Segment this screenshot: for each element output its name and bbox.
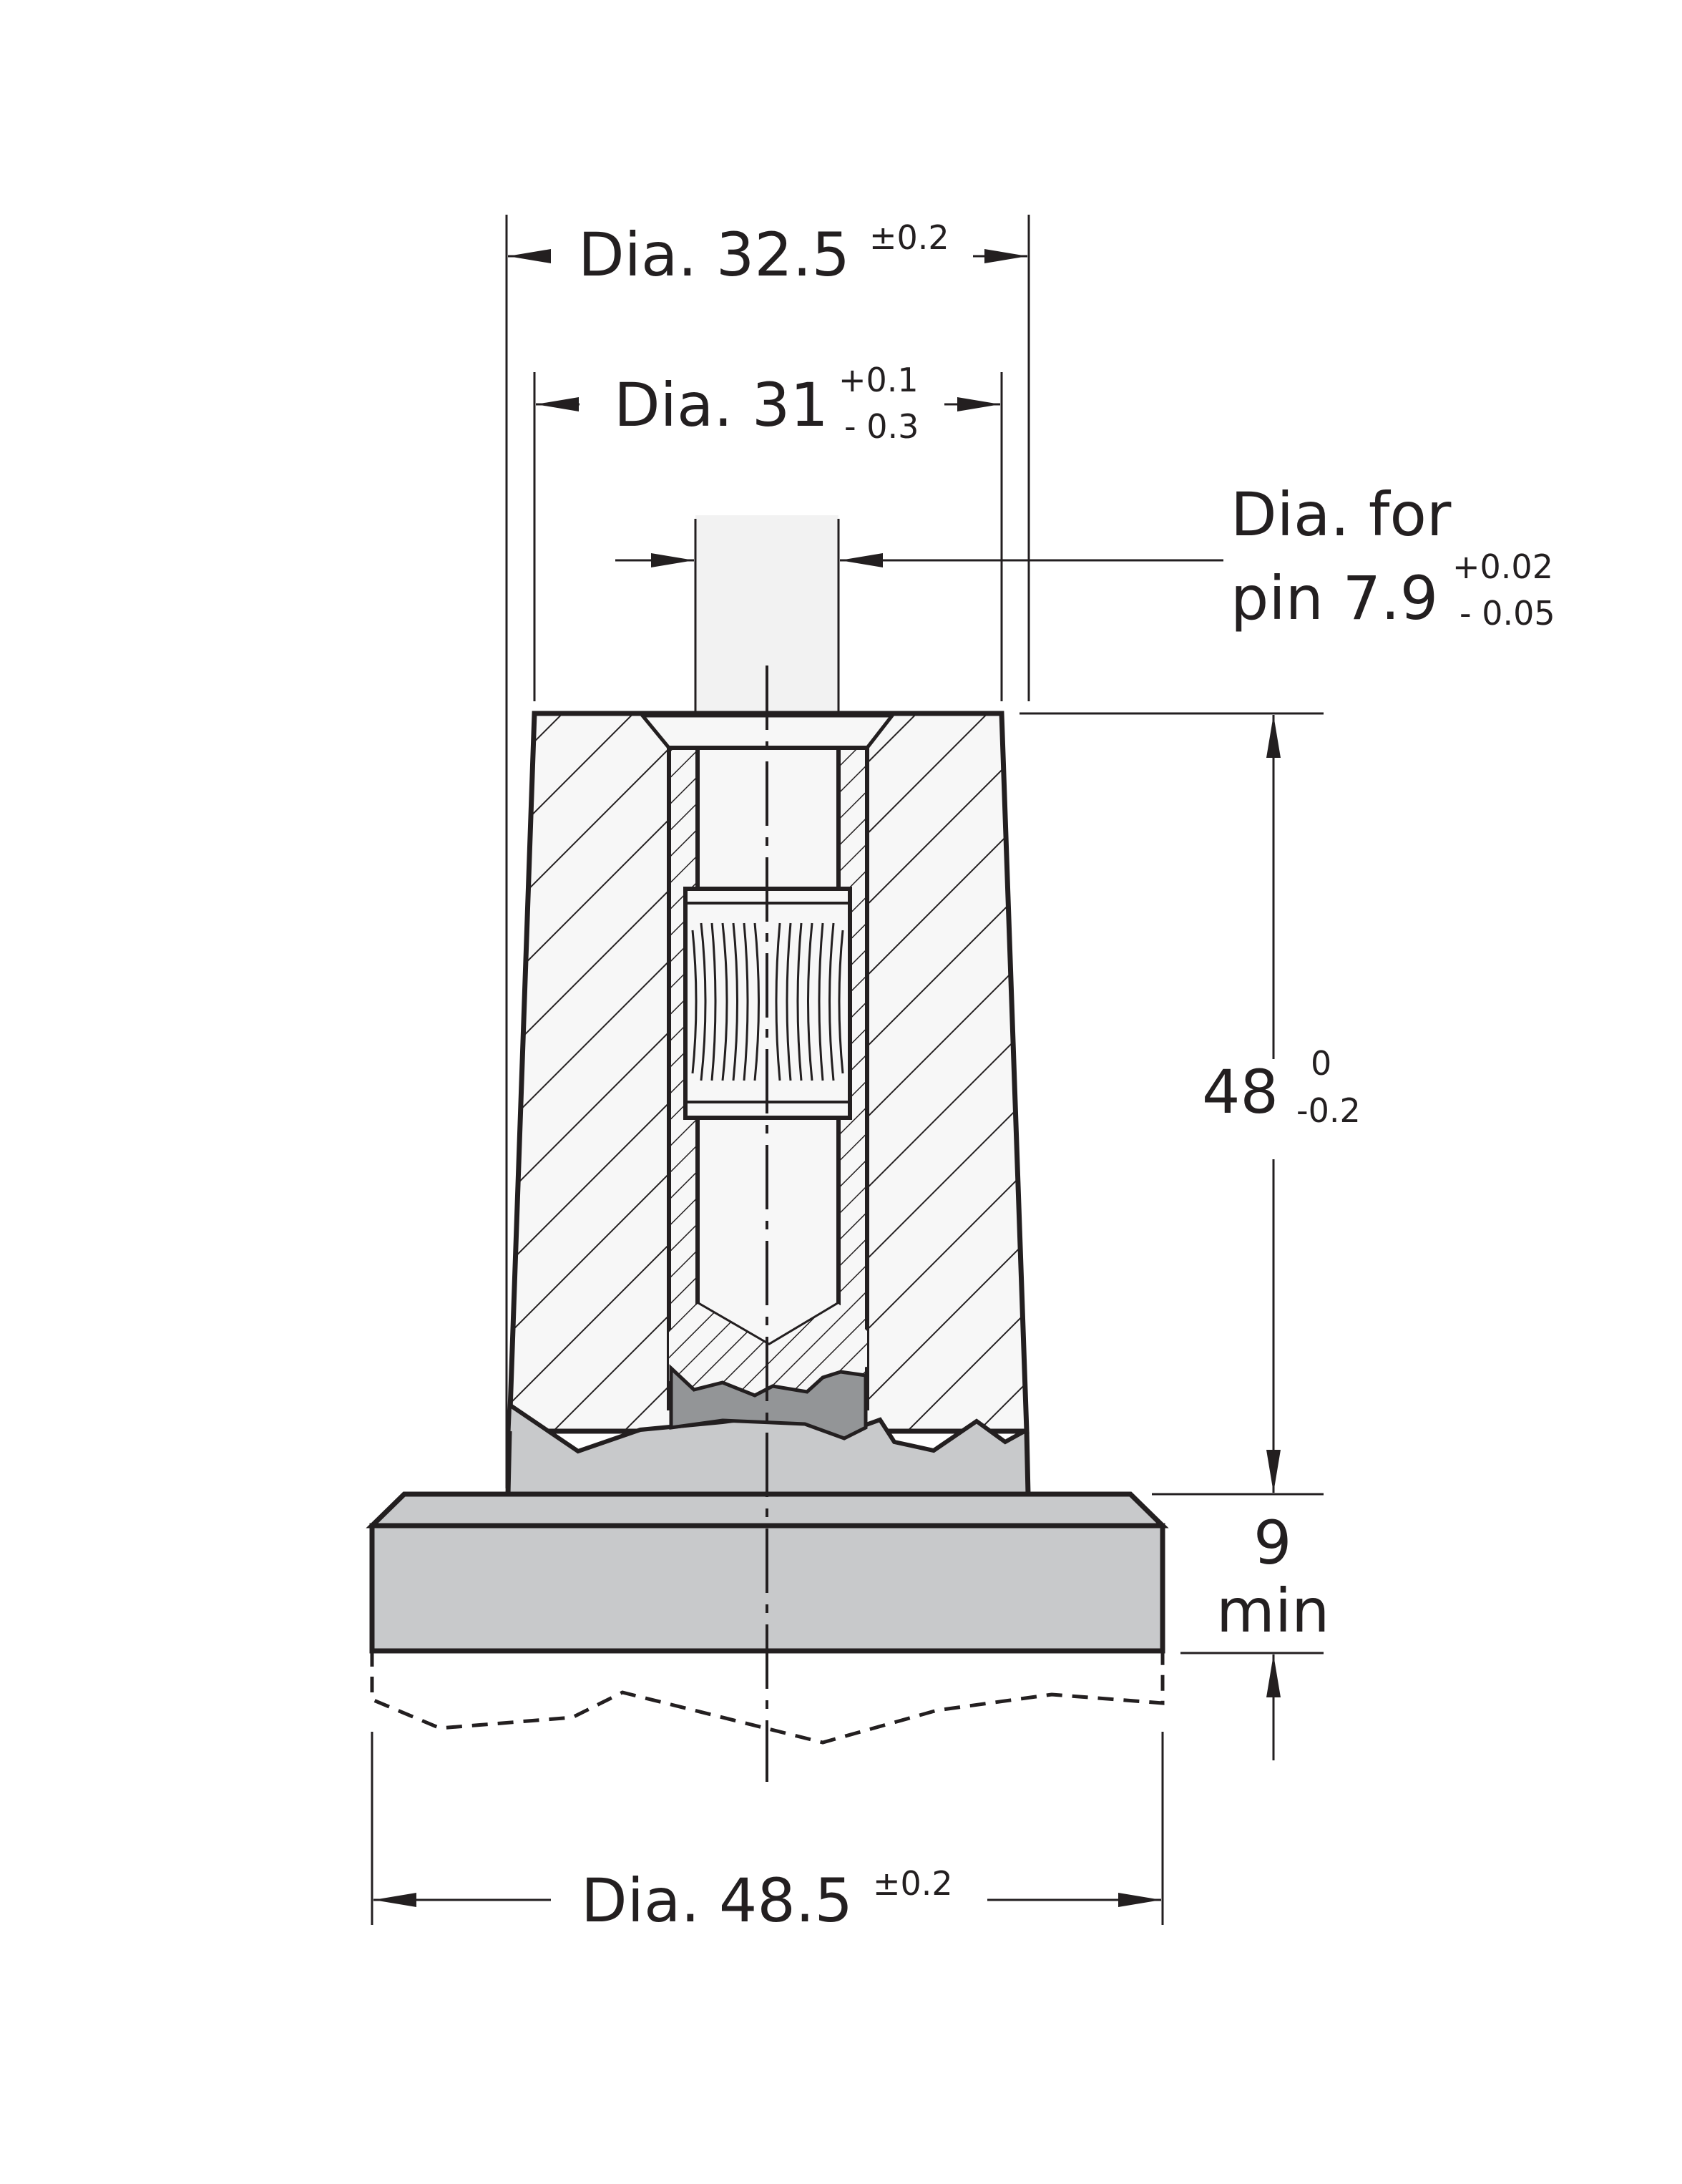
dim-top-outer: Dia. 32.5 ±0.2: [578, 218, 949, 290]
spring-fingers: [691, 922, 844, 1081]
dim-top-inner: Dia. 31 +0.1 - 0.3: [614, 361, 919, 446]
dim-height-tol-upper: 0: [1311, 1044, 1331, 1083]
dim-bottom: Dia. 48.5 ±0.2: [581, 1864, 953, 1936]
base-break-line: [370, 1651, 1165, 1745]
dim-top-inner-tol-lower: - 0.3: [844, 407, 919, 446]
dim-pin-tol-upper: +0.02: [1452, 547, 1553, 586]
dim-bottom-tol: ±0.2: [873, 1864, 953, 1903]
dim-base-min: min: [1216, 1576, 1329, 1646]
dim-top-inner-value: Dia. 31: [614, 370, 828, 440]
dim-pin-line1: Dia. for: [1231, 479, 1452, 550]
dim-height-value: 48: [1202, 1057, 1278, 1127]
dim-base-value: 9: [1253, 1508, 1291, 1578]
dim-top-inner-tol-upper: +0.1: [838, 361, 919, 399]
bore-plug: [669, 1364, 868, 1440]
dim-pin-tol-lower: - 0.05: [1459, 594, 1555, 633]
dim-bottom-value: Dia. 48.5: [581, 1866, 853, 1936]
dim-pin: Dia. for pin 7.9 +0.02 - 0.05: [1231, 479, 1555, 633]
dim-height-tol-lower: -0.2: [1296, 1091, 1361, 1130]
dim-top-outer-value: Dia. 32.5: [578, 220, 850, 290]
dim-base: 9 min: [1216, 1508, 1329, 1646]
dim-height: 48 0 -0.2: [1202, 1044, 1361, 1130]
dim-top-outer-tol: ±0.2: [869, 218, 949, 257]
dim-pin-line2: pin 7.9: [1231, 563, 1438, 633]
dimension-lines: [373, 249, 1281, 1907]
extension-lines: [371, 215, 1324, 1925]
